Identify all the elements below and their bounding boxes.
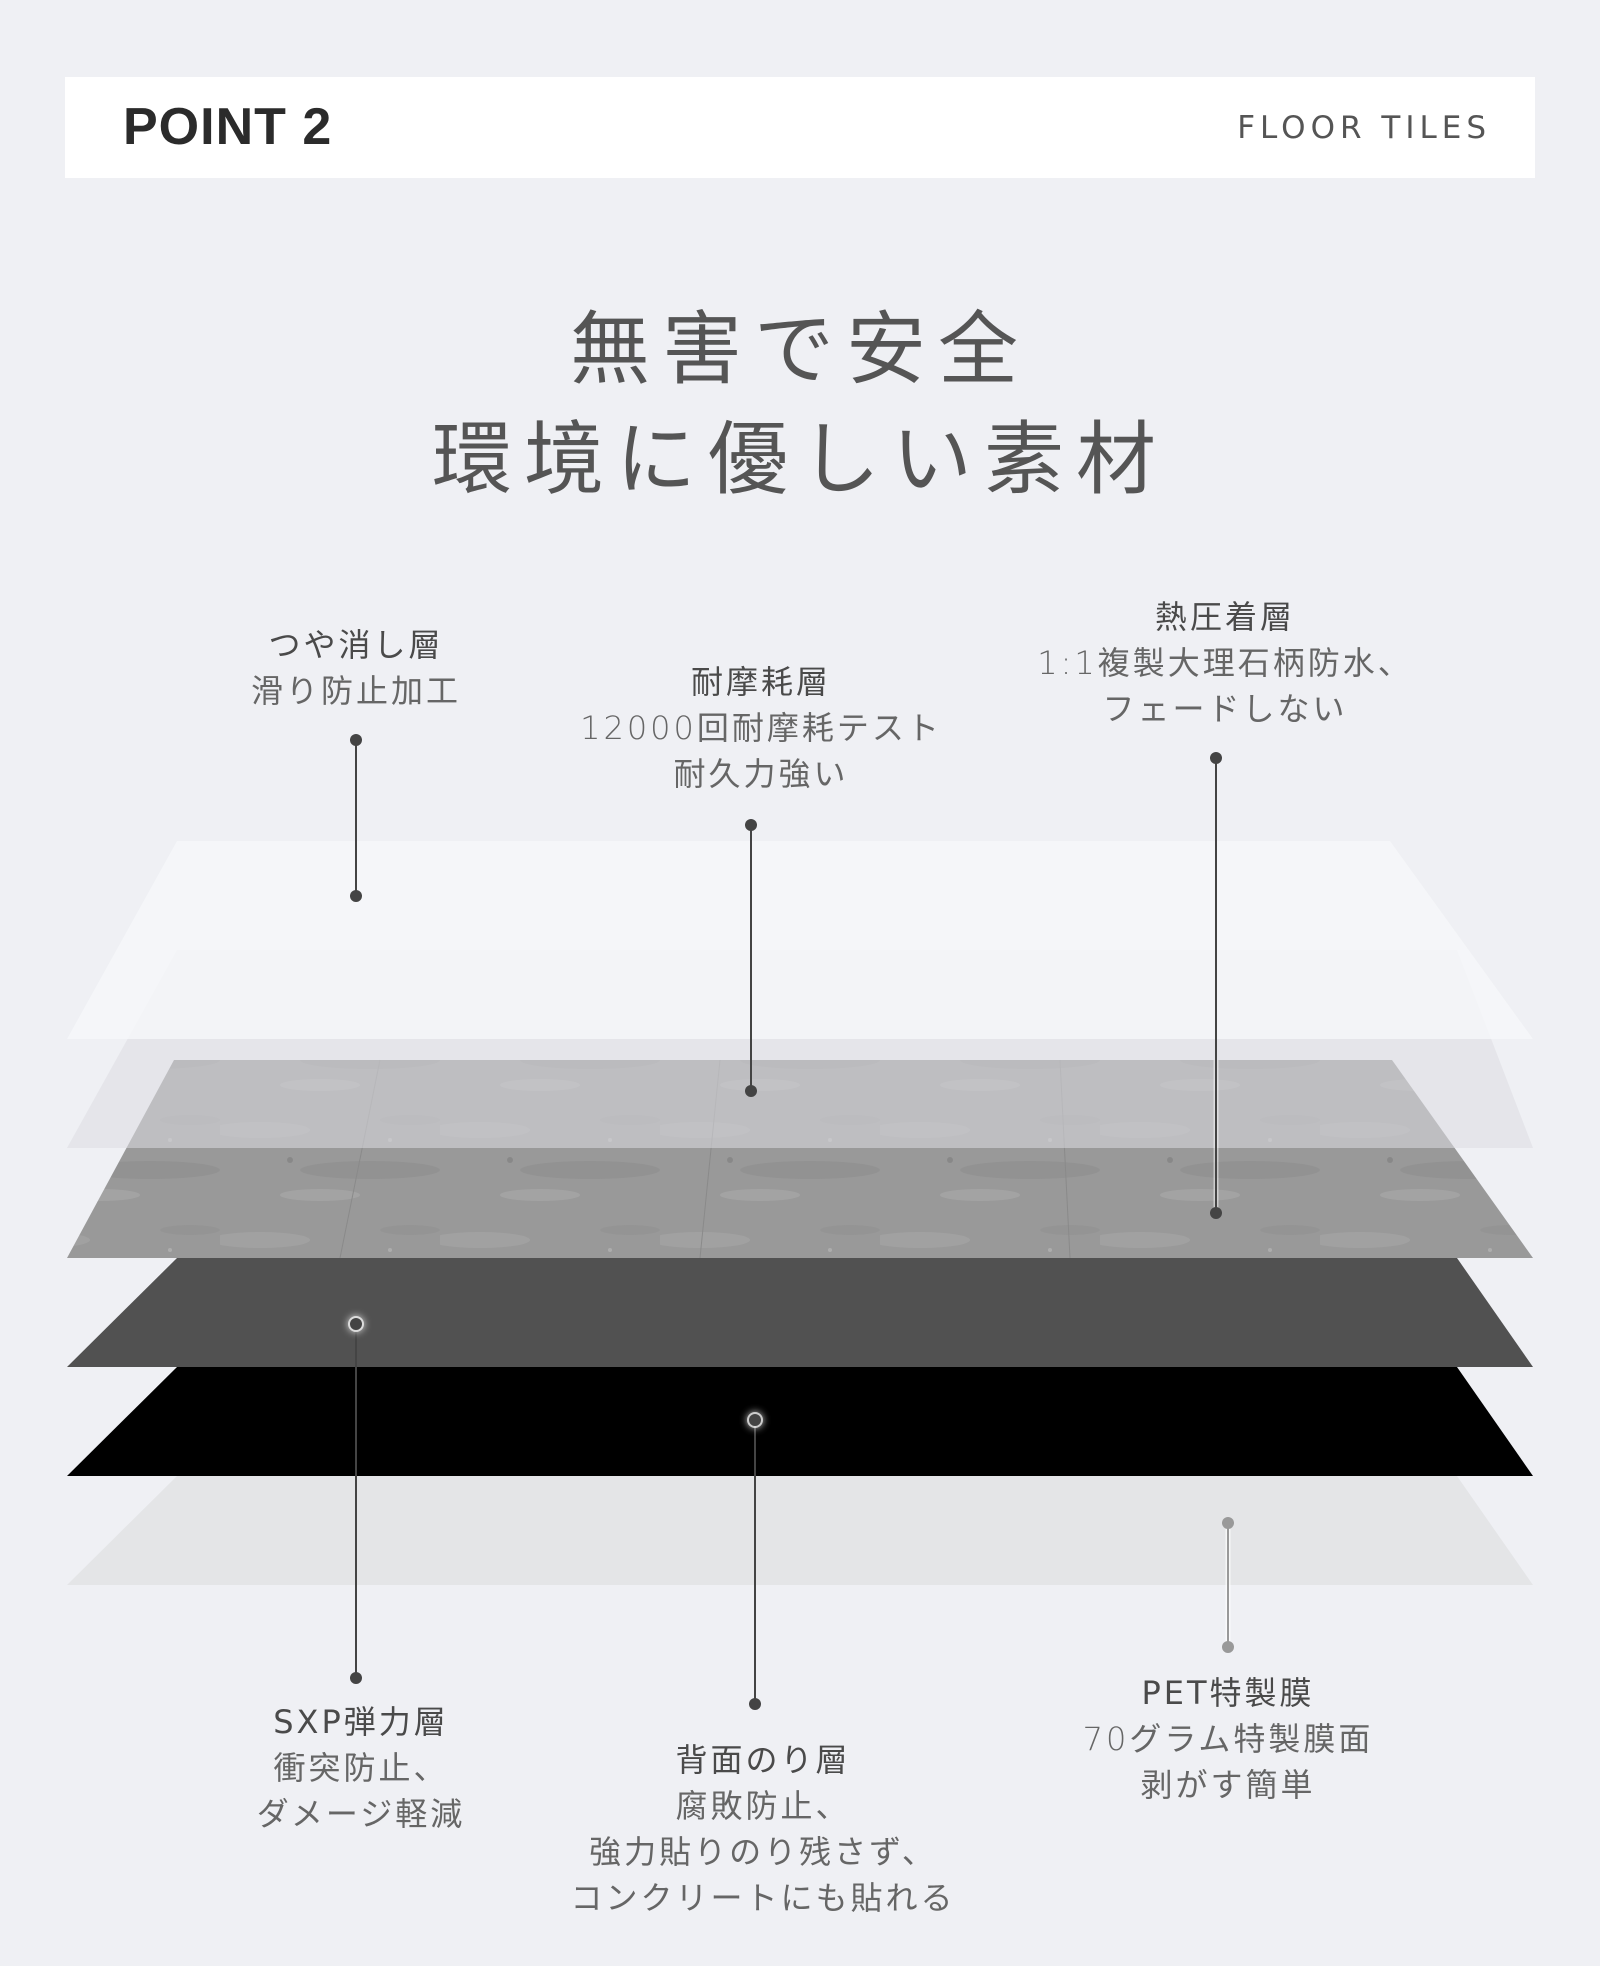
sxp-layer: [67, 1258, 1533, 1367]
matte-callout: [350, 734, 362, 902]
point-title: POINT 2: [123, 98, 333, 156]
heat-desc-1: 1:1複製大理石柄防水、: [1037, 644, 1413, 682]
pet-label: PET特製膜 70グラム特製膜面 剥がす簡単: [1058, 1670, 1398, 1808]
sxp-desc-1: 衝突防止、: [273, 1749, 449, 1787]
matte-label: つや消し層 滑り防止加工: [206, 622, 506, 714]
glue-desc-3: コンクリートにも貼れる: [570, 1879, 956, 1917]
pet-title: PET特製膜: [1141, 1674, 1315, 1712]
matte-title: つや消し層: [268, 626, 444, 664]
sxp-callout: [348, 1316, 364, 1684]
wear-desc-2: 耐久力強い: [673, 755, 849, 793]
pet-layer: [67, 1476, 1533, 1585]
glue-layer: [67, 1367, 1533, 1476]
glue-callout: [747, 1412, 763, 1710]
headline-line-1: 無害で安全: [570, 303, 1030, 396]
sxp-desc-2: ダメージ軽減: [256, 1795, 466, 1833]
wear-callout: [745, 819, 757, 1097]
wear-title: 耐摩耗層: [690, 663, 831, 701]
heat-desc-2: フェードしない: [1102, 690, 1348, 728]
pet-callout: [1222, 1517, 1234, 1653]
glue-desc-2: 強力貼りのり残さず、: [589, 1833, 937, 1871]
wear-desc-1: 12000回耐摩耗テスト: [580, 709, 942, 747]
sxp-title: SXP弾力層: [273, 1703, 449, 1741]
glue-title: 背面のり層: [675, 1741, 851, 1779]
wear-label: 耐摩耗層 12000回耐摩耗テスト 耐久力強い: [551, 659, 971, 797]
category-label: FLOOR TILES: [1237, 110, 1491, 146]
sxp-label: SXP弾力層 衝突防止、 ダメージ軽減: [211, 1699, 511, 1837]
pet-desc-2: 剥がす簡単: [1140, 1766, 1316, 1804]
matte-desc: 滑り防止加工: [250, 672, 461, 710]
heat-label: 熱圧着層 1:1複製大理石柄防水、 フェードしない: [1005, 594, 1445, 732]
glue-label: 背面のり層 腐敗防止、 強力貼りのり残さず、 コンクリートにも貼れる: [543, 1737, 983, 1921]
matte-layer: [67, 841, 1533, 1039]
headline-line-2: 環境に優しい素材: [432, 413, 1168, 506]
heat-callout: [1210, 752, 1222, 1219]
header-bar: POINT 2 FLOOR TILES: [65, 77, 1535, 178]
heat-title: 熱圧着層: [1154, 598, 1295, 636]
glue-desc-1: 腐敗防止、: [675, 1787, 851, 1825]
pet-desc-1: 70グラム特製膜面: [1082, 1720, 1374, 1758]
